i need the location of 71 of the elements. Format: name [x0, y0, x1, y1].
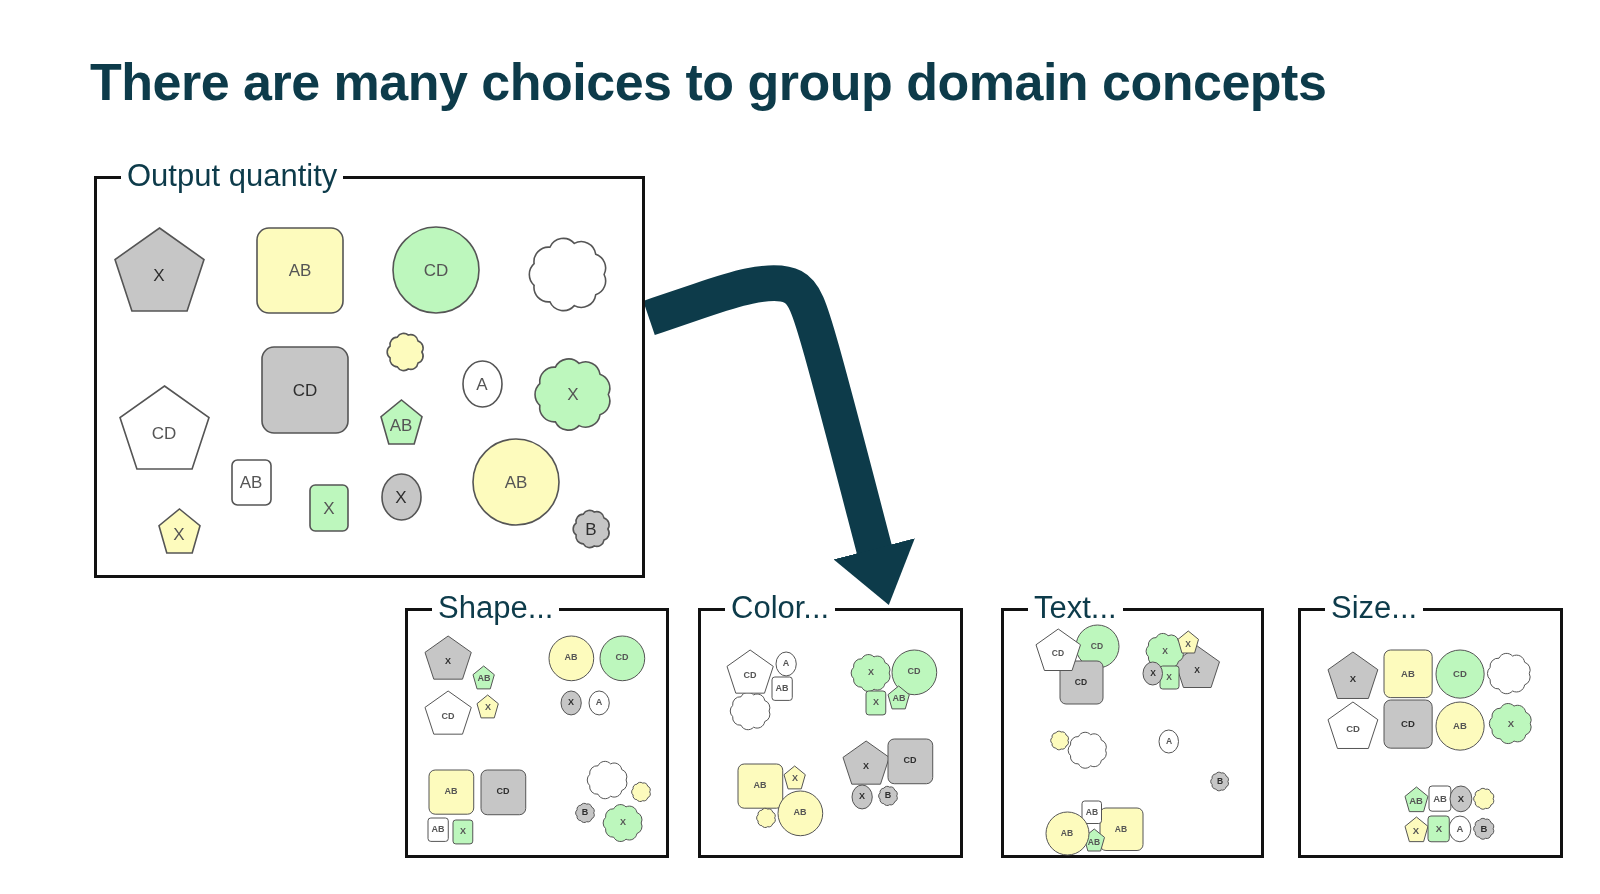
shape-label: AB [1059, 828, 1075, 838]
shape-label: AB [476, 674, 492, 684]
shape-label: X [1161, 646, 1169, 656]
shape-label: X [871, 698, 880, 708]
shape-label: X [483, 703, 492, 713]
shape-label: AB [891, 694, 907, 704]
shape-label: CD [1452, 669, 1468, 679]
shape-label: AB [792, 808, 808, 818]
shape-label: B [1215, 776, 1225, 786]
shape-label: A [594, 698, 604, 708]
shape-label: CD [1050, 649, 1066, 658]
shape-label: A [475, 375, 489, 393]
shape-label: X [152, 267, 166, 285]
shape-label: A [1455, 824, 1465, 834]
shape-label: X [1456, 794, 1466, 804]
slide-title: There are many choices to group domain concepts [90, 52, 1327, 112]
shape-label: X [858, 792, 866, 802]
shape-label: X [1165, 672, 1173, 682]
shape-label: X [444, 656, 452, 666]
shape-label: X [790, 774, 799, 784]
shape-label: AB [430, 825, 446, 835]
shape-label: CD [1400, 719, 1416, 729]
shape-label: AB [238, 473, 264, 491]
shape-label: X [1506, 719, 1516, 729]
shape-label: X [567, 698, 575, 708]
shape-label: X [458, 827, 467, 837]
shape-label: AB [1400, 669, 1416, 679]
shape-label: CD [906, 667, 922, 677]
shape-label: X [1193, 666, 1201, 675]
shape-label: X [1434, 824, 1444, 834]
shape-label: AB [1113, 824, 1129, 834]
shape-label: CD [150, 425, 178, 443]
shape-label: AB [563, 653, 579, 663]
shape-label: A [781, 659, 791, 669]
shape-label: CD [440, 711, 456, 721]
shape-label: AB [388, 417, 414, 434]
shape-label: AB [1084, 807, 1100, 817]
shape-label: X [1411, 826, 1421, 836]
shape-label: AB [1086, 837, 1102, 846]
shape-label: A [1164, 736, 1174, 746]
shape-label: AB [752, 781, 768, 791]
shape-label: CD [742, 670, 758, 680]
shape-label: CD [902, 756, 918, 766]
shape-label: CD [614, 653, 630, 663]
shape-label: X [322, 499, 336, 517]
shape-label: X [172, 526, 186, 543]
shape-label: AB [1452, 721, 1468, 731]
shape-label: X [566, 385, 580, 403]
shape-label: CD [495, 787, 511, 797]
shape-label: X [862, 761, 870, 771]
shape-label: X [619, 818, 627, 828]
shape-label: B [580, 808, 590, 818]
shape-label: AB [1408, 796, 1424, 806]
shape-label: AB [503, 473, 529, 491]
shape-label: AB [287, 261, 313, 279]
shape-label: CD [291, 381, 319, 399]
shape-label: X [1348, 673, 1358, 684]
shape-label: CD [422, 261, 450, 279]
shape-label: X [1184, 639, 1192, 648]
shape-label: B [1479, 824, 1489, 834]
shape-label: B [883, 791, 893, 801]
shape-label: CD [1345, 723, 1361, 734]
shape-label: AB [774, 684, 790, 694]
shape-label: AB [443, 787, 459, 797]
shape-label: CD [1073, 677, 1089, 687]
shape-label: AB [1432, 794, 1448, 804]
shape-label: B [584, 520, 598, 538]
shape-label: X [394, 488, 408, 506]
shape-label: CD [1089, 641, 1105, 651]
shape-label: X [867, 668, 875, 678]
shape-label: X [1149, 668, 1157, 678]
